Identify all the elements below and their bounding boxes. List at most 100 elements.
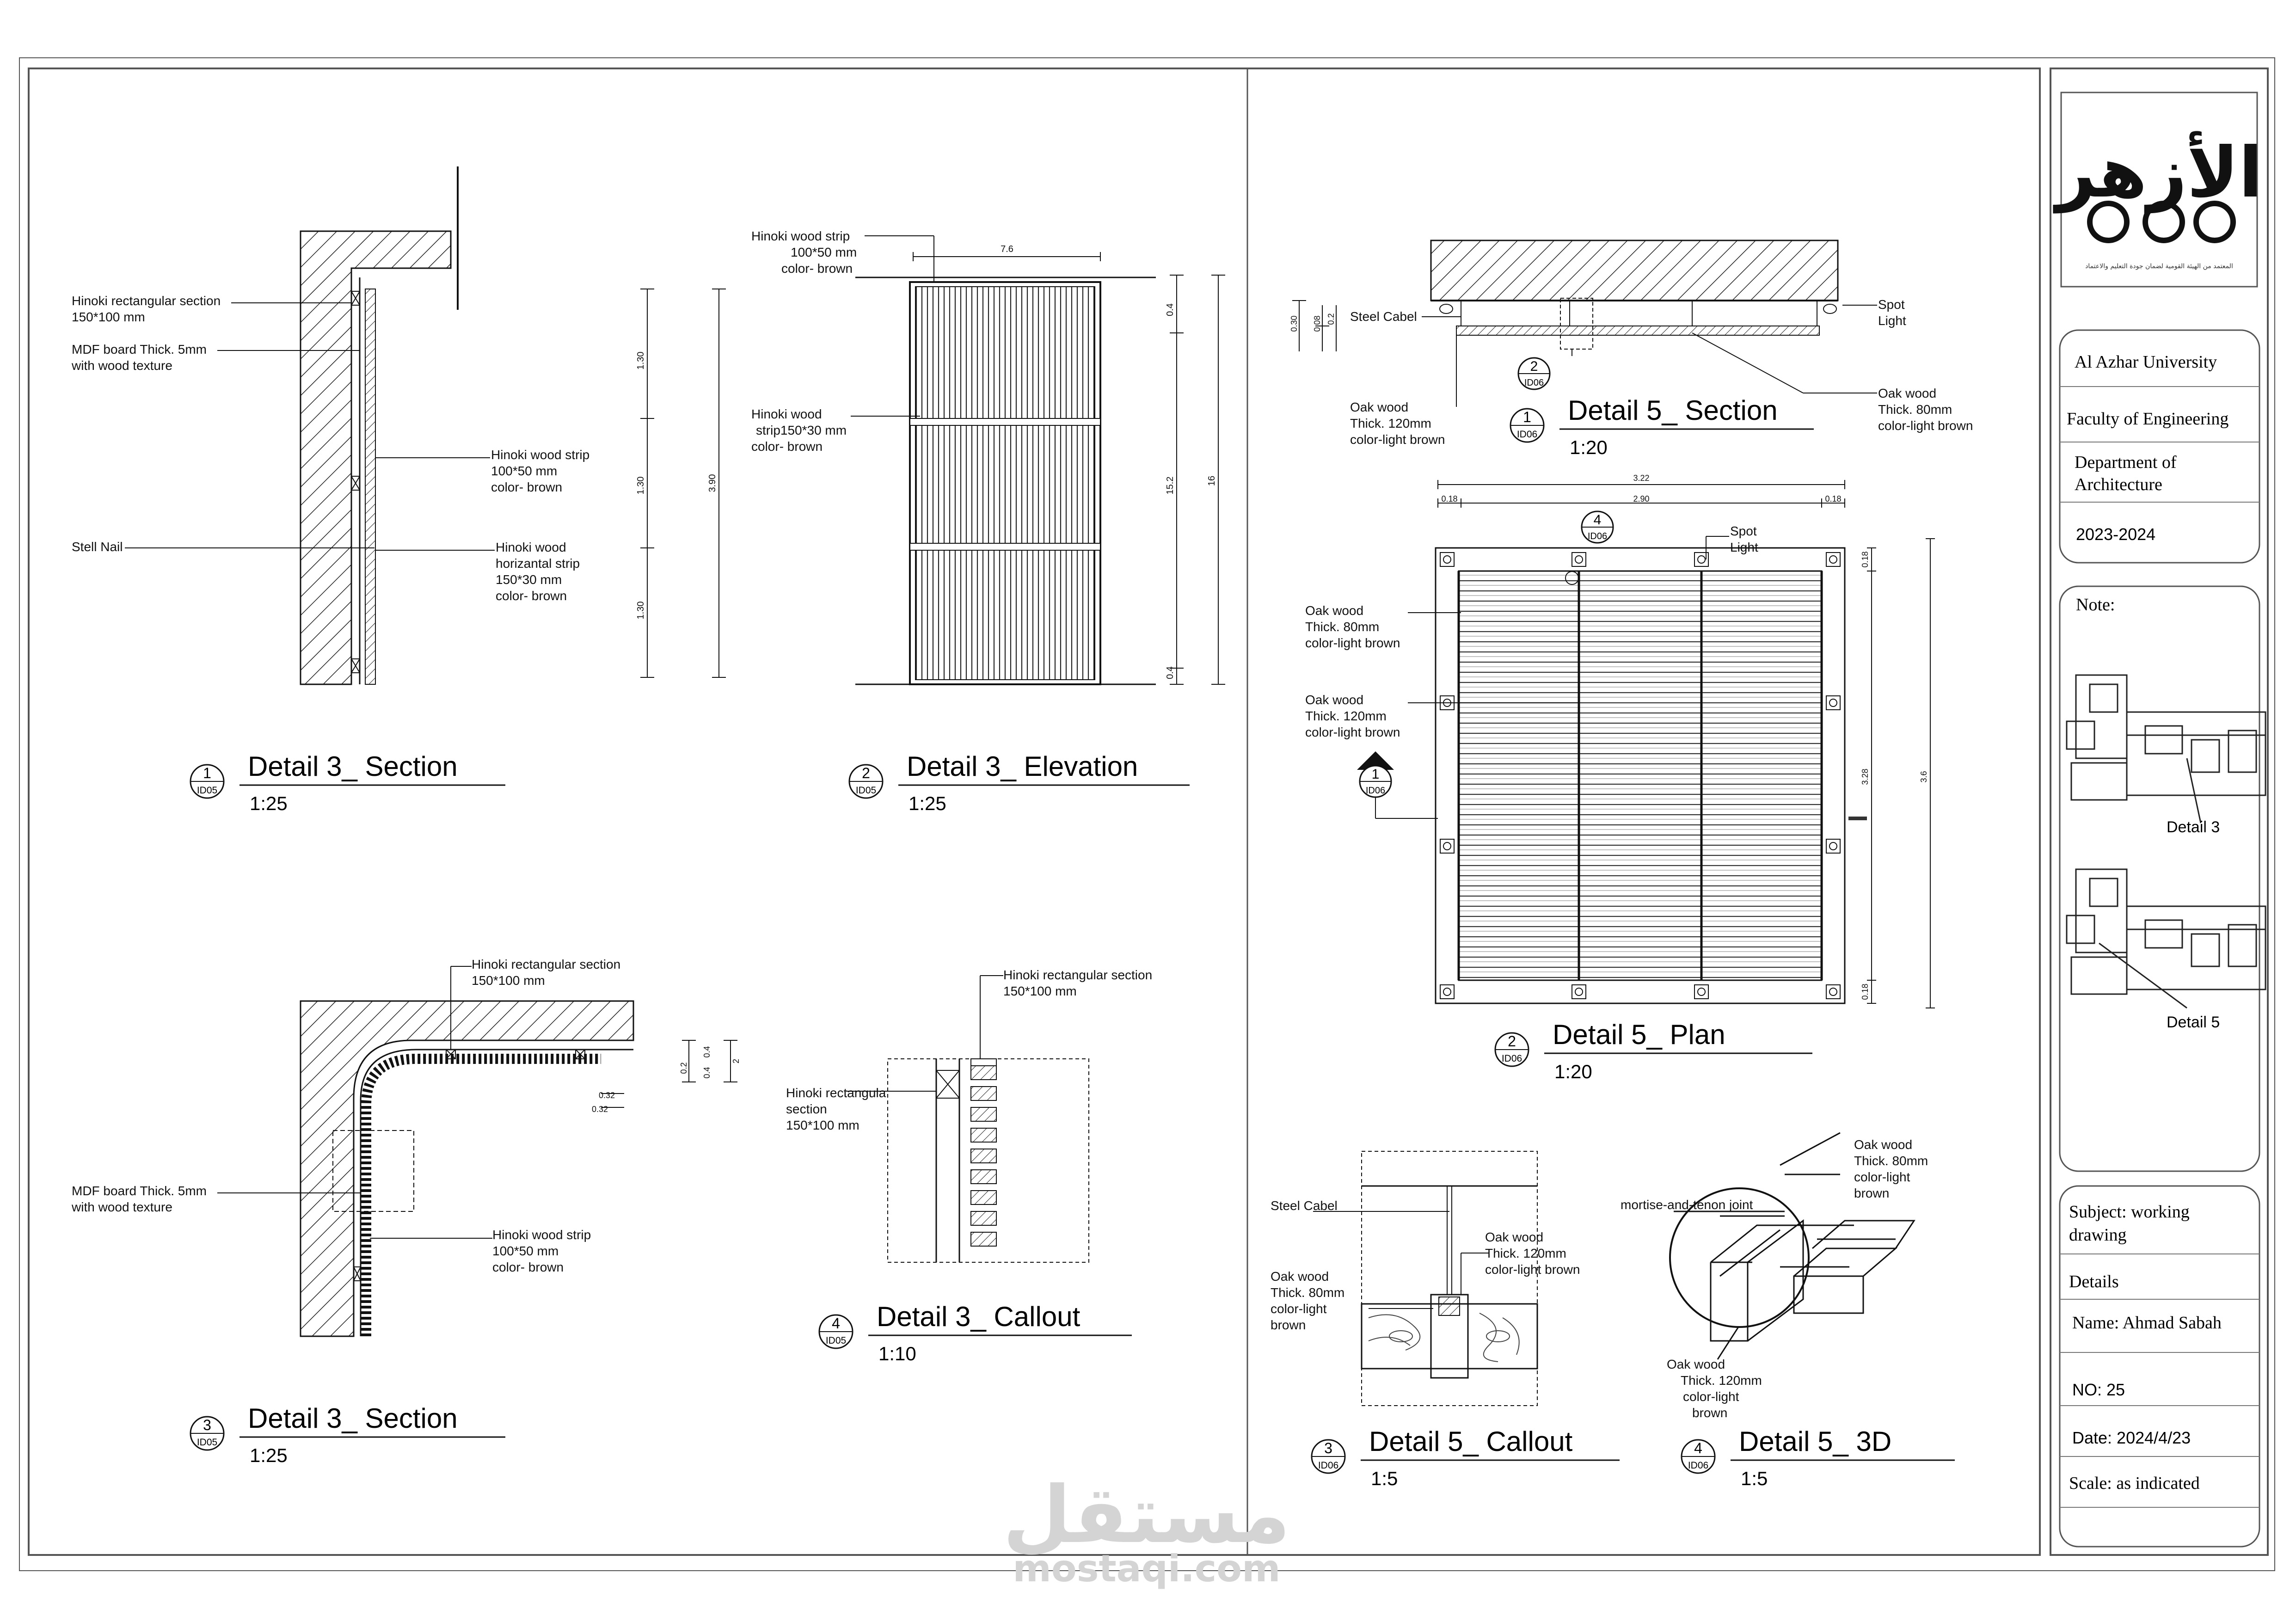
label-d5c-oak120-2: Thick. 120mm	[1485, 1246, 1566, 1260]
label-d3e-strip-1: Hinoki wood strip	[751, 229, 850, 243]
watermark-arabic: مستقل	[1003, 1469, 1290, 1561]
detail-marker-sheet: ID05	[197, 785, 217, 796]
dim-d3e-mid: 15.2	[1165, 477, 1175, 495]
detail-5-section-drawing	[1292, 240, 1877, 407]
detail-title-text: Detail 3_ Elevation	[907, 751, 1138, 782]
dim-d3s1-h2: 1.30	[636, 477, 646, 495]
label-d3e-wood-3: color- brown	[751, 439, 823, 454]
detail-3-section-plan-dimensions: 0.2 0.4 0.4 2 0.32 0.32	[592, 1046, 741, 1114]
logo-outline-glyph	[2087, 201, 2236, 243]
label-d3s3-strip-2: 100*50 mm	[492, 1244, 559, 1258]
title-block: الأزهر المعتمد من الهيئة القومية لضمان ج…	[2053, 92, 2266, 1548]
detail-marker-number: 4	[1694, 1440, 1702, 1456]
label-d5p-oak80-2: Thick. 80mm	[1305, 620, 1379, 634]
label-d5s-oak120-1: Oak wood	[1350, 400, 1408, 414]
details-label: Details	[2069, 1272, 2119, 1291]
label-d3c-rect-top-2: 150*100 mm	[1003, 984, 1077, 998]
detail-3-section-drawing	[125, 166, 726, 685]
label-d5c-steel: Steel Cabel	[1271, 1198, 1338, 1213]
label-d3s3-mdf-2: with wood texture	[71, 1200, 172, 1214]
student-name: Name: Ahmad Sabah	[2072, 1313, 2222, 1333]
key-plan-detail-3	[2066, 674, 2266, 823]
dim-d5p-bottom: 0.18	[1860, 983, 1870, 1000]
detail-scale-text: 1:5	[1371, 1468, 1398, 1489]
label-d3s3-strip-3: color- brown	[492, 1260, 564, 1274]
label-d5c-oak80-3: color-light	[1271, 1302, 1327, 1316]
detail-5-3d-labels: Oak wood Thick. 80mm color-light brown m…	[1621, 1137, 1928, 1420]
detail-scale-text: 1:5	[1741, 1468, 1768, 1489]
label-d5t-oak120-4: brown	[1692, 1406, 1727, 1420]
sheet-scale: Scale: as indicated	[2069, 1474, 2200, 1493]
sheet-date: Date: 2024/4/23	[2072, 1428, 2191, 1447]
dim-d5p-total-h: 3.6	[1919, 771, 1928, 782]
plan-callout-sheet: ID06	[1588, 531, 1607, 541]
detail-marker-number: 1	[203, 765, 211, 781]
label-d5p-oak80-3: color-light brown	[1305, 636, 1400, 650]
label-d3e-strip-3: color- brown	[781, 261, 853, 276]
logo-box: الأزهر المعتمد من الهيئة القومية لضمان ج…	[2053, 92, 2262, 288]
detail-5-plan-dimensions: 3.22 0.18 2.90 0.18 0.18 3.28 0.18 3.6	[1441, 473, 1928, 1000]
dim-d5p-top: 0.18	[1860, 551, 1870, 567]
detail-title-text: Detail 3_ Section	[248, 1403, 458, 1434]
label-d3c-rect-left-2: section	[786, 1102, 827, 1116]
detail-3-elevation-labels: Hinoki wood strip 100*50 mm color- brown…	[751, 229, 857, 454]
label-d5c-oak80-4: brown	[1271, 1318, 1306, 1332]
detail-marker-sheet: ID06	[1318, 1460, 1338, 1471]
note-label: Note:	[2076, 595, 2115, 614]
section-callout-marker: 2 ID06	[1517, 357, 1551, 390]
label-d5p-oak120-2: Thick. 120mm	[1305, 709, 1387, 723]
label-d5c-oak120-1: Oak wood	[1485, 1230, 1543, 1244]
label-d3c-rect-left-1: Hinoki rectangula	[786, 1086, 886, 1100]
plan-section-marker: 1 ID06	[1357, 751, 1394, 798]
detail-5-callout-drawing	[1313, 1151, 1538, 1406]
detail-marker-number: 4	[832, 1315, 840, 1332]
detail-scale-text: 1:25	[250, 1444, 288, 1466]
label-d5s-spot-1: Spot	[1878, 297, 1905, 312]
info-box-subject: Subject: working drawing Details Name: A…	[2059, 1185, 2260, 1548]
label-d5s-oak120-2: Thick. 120mm	[1350, 416, 1431, 430]
label-d5t-joint: mortise-and-tenon joint	[1621, 1198, 1753, 1212]
label-d5p-spot-1: Spot	[1730, 524, 1757, 538]
dim-d3s3-d: 2	[731, 1059, 741, 1063]
label-d5t-oak80-3: color-light	[1854, 1170, 1910, 1184]
detail-marker-sheet: ID06	[1502, 1053, 1522, 1064]
info-box-university: Al Azhar University Faculty of Engineeri…	[2059, 329, 2260, 564]
detail-marker-sheet: ID05	[826, 1335, 846, 1346]
label-d5s-oak80-3: color-light brown	[1878, 418, 1973, 433]
logo-caption: المعتمد من الهيئة القومية لضمان جودة الت…	[2085, 263, 2233, 270]
detail-marker-sheet: ID05	[197, 1437, 217, 1448]
label-hstrip-1: Hinoki wood	[496, 540, 566, 554]
plan-section-sheet: ID06	[1366, 786, 1385, 796]
label-d5s-steel: Steel Cabel	[1350, 309, 1417, 324]
section-callout-number: 2	[1530, 359, 1538, 374]
label-hinoki-rect-1: Hinoki rectangular section	[72, 294, 221, 308]
sheet-number: NO: 25	[2072, 1380, 2125, 1399]
label-hinoki-rect-2: 150*100 mm	[72, 310, 145, 324]
key-plan-1-label: Detail 3	[2167, 818, 2220, 836]
label-d5s-oak80-1: Oak wood	[1878, 386, 1936, 400]
detail-3-section-plan-labels: Hinoki rectangular section 150*100 mm MD…	[71, 957, 620, 1274]
dim-d3e-top: 0.4	[1165, 303, 1175, 316]
detail-marker-number: 3	[203, 1417, 211, 1433]
detail-3-section-labels: Hinoki rectangular section 150*100 mm MD…	[71, 294, 589, 603]
detail-marker-number: 2	[1508, 1033, 1516, 1050]
detail-5-callout-labels: Steel Cabel Oak wood Thick. 120mm color-…	[1271, 1198, 1580, 1332]
label-d5s-spot-2: Light	[1878, 313, 1906, 328]
label-d3e-wood-1: Hinoki wood	[751, 407, 822, 421]
detail-5-plan-drawing	[1375, 480, 1935, 1008]
label-d5p-oak120-1: Oak wood	[1305, 693, 1363, 707]
dim-d5s-c: 0.2	[1326, 313, 1336, 325]
label-strip-3: color- brown	[491, 480, 562, 494]
dim-d3e-total: 16	[1207, 476, 1217, 486]
label-d5c-oak120-3: color-light brown	[1485, 1262, 1580, 1277]
dim-d3s3-b: 0.4	[702, 1067, 712, 1078]
detail-3-section-plan-drawing	[217, 966, 737, 1337]
subject-line-1: Subject: working	[2069, 1202, 2190, 1222]
